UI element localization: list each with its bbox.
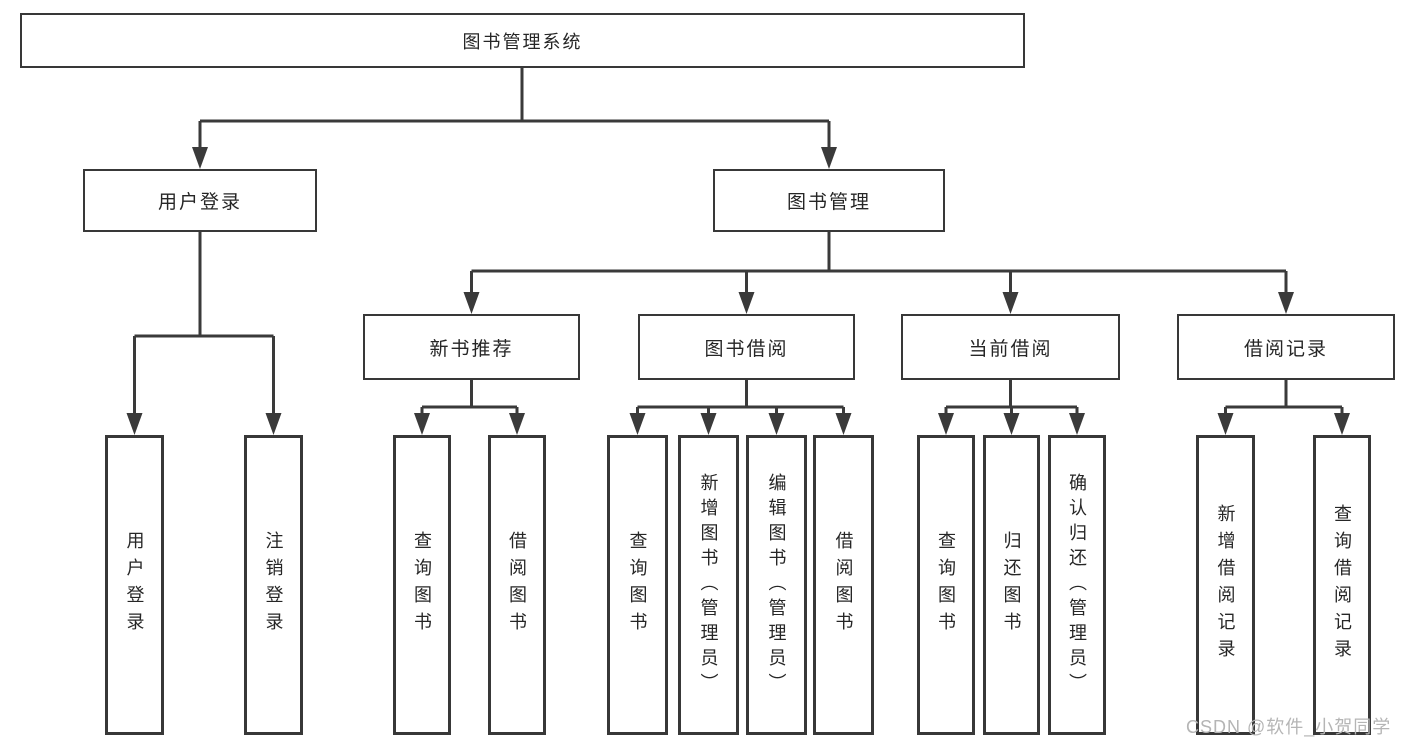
leaf-query-borrow-record: 查询借阅记录 — [1313, 435, 1371, 735]
leaf-add-borrow-record: 新增借阅记录 — [1196, 435, 1255, 735]
leaf-edit-books-admin: 编辑图书（管理员） — [746, 435, 807, 735]
leaf-add-books-admin-label: 新增图书（管理员） — [698, 472, 719, 698]
arrowheads — [126, 147, 1350, 435]
leaf-query-books-3-label: 查询图书 — [936, 531, 956, 639]
leaf-edit-books-admin-label: 编辑图书（管理员） — [766, 472, 787, 698]
node-current-borrow: 当前借阅 — [901, 314, 1120, 380]
node-new-book-recommend-label: 新书推荐 — [429, 338, 514, 360]
leaf-query-books-1: 查询图书 — [393, 435, 451, 735]
node-book-borrow: 图书借阅 — [638, 314, 855, 380]
leaf-borrow-books-2-label: 借阅图书 — [833, 531, 854, 639]
leaf-user-login: 用户登录 — [105, 435, 164, 735]
leaf-query-books-2: 查询图书 — [607, 435, 668, 735]
watermark-text: CSDN @软件_小贺同学 — [1186, 717, 1392, 737]
node-user-login: 用户登录 — [83, 169, 317, 232]
leaf-add-borrow-record-label: 新增借阅记录 — [1215, 504, 1236, 666]
node-book-management-label: 图书管理 — [786, 192, 871, 213]
leaf-borrow-books-1: 借阅图书 — [488, 435, 546, 735]
leaf-return-books-label: 归还图书 — [1001, 531, 1022, 639]
leaf-borrow-books-1-label: 借阅图书 — [507, 531, 527, 639]
leaf-logout: 注销登录 — [244, 435, 303, 735]
leaf-query-books-2-label: 查询图书 — [627, 531, 648, 639]
leaf-query-borrow-record-label: 查询借阅记录 — [1332, 504, 1352, 666]
node-current-borrow-label: 当前借阅 — [968, 338, 1053, 360]
node-system-root: 图书管理系统 — [20, 13, 1025, 68]
leaf-confirm-return-admin-label: 确认归还（管理员） — [1067, 472, 1087, 698]
leaf-return-books: 归还图书 — [983, 435, 1040, 735]
leaf-query-books-3: 查询图书 — [917, 435, 975, 735]
leaf-user-login-label: 用户登录 — [124, 531, 145, 639]
node-borrow-records-label: 借阅记录 — [1243, 338, 1328, 360]
leaf-query-books-1-label: 查询图书 — [412, 531, 432, 639]
connector-paths — [133, 68, 1344, 417]
node-book-management: 图书管理 — [713, 169, 945, 232]
node-system-root-label: 图书管理系统 — [462, 31, 583, 52]
leaf-borrow-books-2: 借阅图书 — [813, 435, 874, 735]
node-new-book-recommend: 新书推荐 — [363, 314, 580, 380]
node-user-login-label: 用户登录 — [157, 192, 242, 213]
node-borrow-records: 借阅记录 — [1177, 314, 1395, 380]
leaf-confirm-return-admin: 确认归还（管理员） — [1048, 435, 1106, 735]
leaf-add-books-admin: 新增图书（管理员） — [678, 435, 739, 735]
node-book-borrow-label: 图书借阅 — [704, 338, 789, 360]
leaf-logout-label: 注销登录 — [263, 531, 284, 639]
